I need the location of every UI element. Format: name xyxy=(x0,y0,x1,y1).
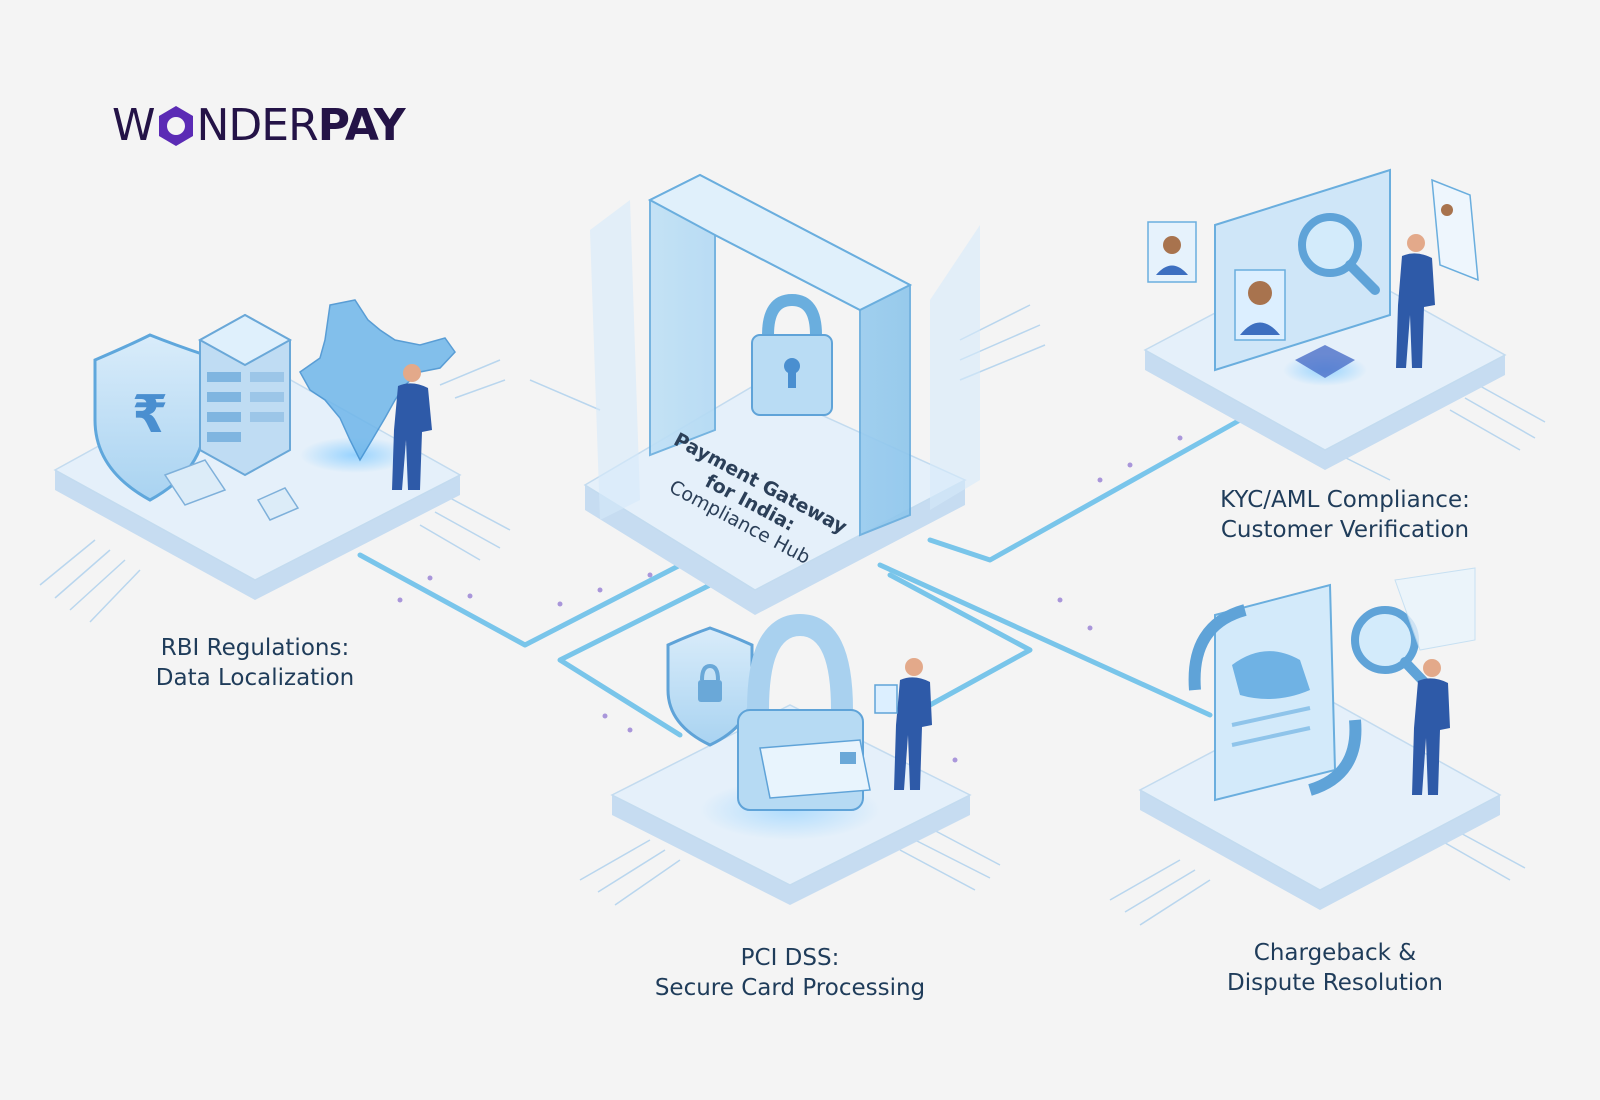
rbi-platform-side xyxy=(55,470,460,600)
connector-hub-chargeback xyxy=(877,562,1213,718)
brand-logo-middle: NDER xyxy=(196,100,319,151)
chargeback-caption: Chargeback & Dispute Resolution xyxy=(1195,938,1475,998)
fingerprint-icon xyxy=(1283,345,1367,386)
hub-platform-side xyxy=(585,480,965,615)
connector-dots xyxy=(397,435,1183,763)
india-map-icon xyxy=(299,299,456,473)
chargeback-module xyxy=(1138,567,1502,910)
rbi-caption-line2: Data Localization xyxy=(155,665,355,691)
connector-lines xyxy=(357,417,1243,738)
kyc-caption-line1: KYC/AML Compliance: xyxy=(1220,487,1470,513)
brand-logo: W NDER PAY xyxy=(112,100,406,151)
padlock-card-icon xyxy=(737,613,871,811)
connector-hub-kyc xyxy=(927,417,1243,563)
pci-platform-side xyxy=(612,795,970,905)
magnifier-icon xyxy=(1351,567,1476,688)
circuit-traces xyxy=(39,304,1546,926)
brand-logo-prefix: W xyxy=(112,100,156,151)
server-rack-icon xyxy=(197,313,293,477)
chargeback-caption-line2: Dispute Resolution xyxy=(1227,970,1443,996)
svg-text:₹: ₹ xyxy=(132,385,168,445)
brand-logo-suffix: PAY xyxy=(317,100,406,151)
kyc-platform-side xyxy=(1145,350,1505,470)
kyc-module xyxy=(1143,168,1507,470)
pci-caption-line1: PCI DSS: xyxy=(740,945,840,971)
payment-cards-icon xyxy=(163,459,300,521)
kyc-caption: KYC/AML Compliance: Customer Verificatio… xyxy=(1180,485,1510,545)
rbi-caption-line1: RBI Regulations: xyxy=(160,635,350,661)
hub-module xyxy=(583,173,980,615)
person-icon xyxy=(874,658,932,790)
magnifier-icon xyxy=(1298,213,1380,295)
brand-o-mark xyxy=(158,106,193,146)
handshake-document-icon xyxy=(1188,583,1362,802)
pci-caption: PCI DSS: Secure Card Processing xyxy=(625,943,955,1003)
chargeback-caption-line1: Chargeback & xyxy=(1253,940,1417,966)
rbi-module: ₹ xyxy=(53,299,462,600)
padlock-icon xyxy=(751,293,833,416)
person-icon xyxy=(1412,659,1450,795)
pci-caption-line2: Secure Card Processing xyxy=(654,975,926,1001)
person-icon xyxy=(1396,234,1435,368)
kyc-caption-line2: Customer Verification xyxy=(1220,517,1470,543)
gateway-arch xyxy=(590,173,980,537)
person-icon xyxy=(392,364,432,490)
connector-hub-pci-right xyxy=(887,572,1033,708)
pci-module xyxy=(610,613,972,905)
rbi-caption: RBI Regulations: Data Localization xyxy=(100,633,410,693)
connector-rbi-hub xyxy=(357,552,693,648)
connector-hub-pci-left xyxy=(557,577,723,738)
chargeback-platform-side xyxy=(1140,790,1500,910)
